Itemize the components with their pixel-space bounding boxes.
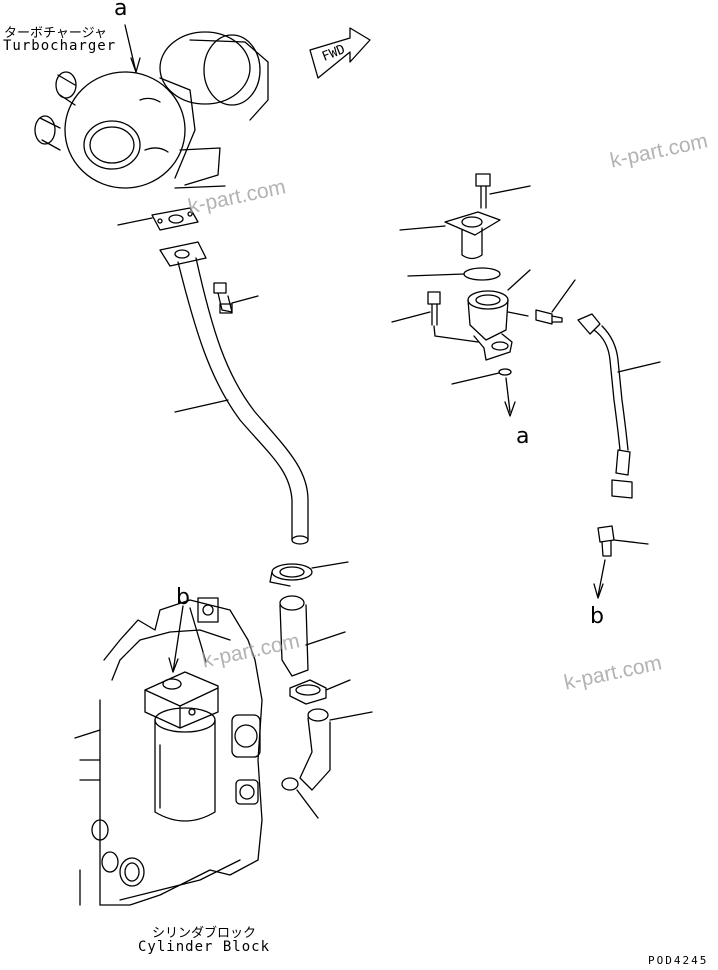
fwd-arrow	[309, 27, 371, 79]
bolt-leader	[231, 295, 259, 304]
drain-elbow	[299, 708, 331, 791]
o-ring-upper	[463, 267, 501, 281]
turbocharger-label-jp: ターボチャージャ	[4, 26, 107, 41]
elbow-bolt	[475, 173, 491, 209]
pipe-bolt	[427, 291, 441, 326]
flexible-hose	[577, 313, 633, 499]
o-ring-lower-leader	[296, 789, 319, 819]
turbocharger	[34, 31, 269, 189]
drain-hose	[279, 595, 309, 677]
pipe-body	[467, 290, 529, 361]
ref-b-leader	[172, 605, 184, 673]
ref-a-bottom: a	[516, 424, 530, 449]
tube-leader	[174, 399, 229, 413]
ref-b-lower-leader	[597, 559, 606, 597]
ref-a-leader	[124, 24, 137, 73]
flange-leader	[399, 225, 446, 231]
pipe-body-leader	[507, 269, 531, 291]
pipe-bolt-line	[433, 325, 479, 343]
flange-elbow	[444, 211, 501, 260]
ref-b-top: b	[176, 585, 190, 610]
seal-leader	[451, 372, 500, 385]
gasket-leader	[117, 217, 153, 226]
clamp-upper-leader	[311, 561, 349, 569]
oil-drain-tube	[159, 241, 309, 545]
elbow-bolt-leader	[489, 185, 531, 195]
ref-b-arrowhead	[168, 657, 179, 673]
ref-a-lower-leader	[505, 377, 511, 413]
flexible-hose-leader	[617, 361, 661, 373]
pipe-connector	[535, 309, 563, 325]
cylinder-block-label-en: Cylinder Block	[138, 939, 271, 955]
block-leader	[74, 729, 101, 739]
tube-bolt	[213, 282, 233, 314]
turbo-gasket	[151, 207, 199, 231]
clamp-lower-leader	[325, 679, 351, 691]
elbow-leader	[329, 711, 373, 721]
filter-housing	[144, 671, 219, 822]
ref-a-top: a	[114, 0, 128, 21]
turbocharger-label-en: Turbocharger	[3, 38, 117, 54]
ref-b-leader-2	[189, 607, 207, 663]
fitting	[597, 525, 615, 557]
hose-leader	[305, 631, 346, 646]
fitting-leader	[613, 539, 649, 545]
hose-clamp-lower	[289, 679, 327, 705]
o-ring-lower	[281, 777, 299, 791]
pipe-bolt-leader	[391, 311, 431, 323]
cylinder-block-label-jp: シリンダブロック	[152, 926, 257, 941]
cylinder-block	[79, 597, 263, 906]
o-ring-upper-leader	[407, 273, 465, 277]
seal	[498, 368, 512, 376]
ref-a-lower-arrowhead	[504, 401, 516, 417]
ref-a-arrowhead	[130, 57, 141, 73]
drawing-code: POD4245	[648, 954, 709, 967]
ref-b-lower-arrowhead	[593, 583, 604, 599]
ref-b-bottom: b	[590, 604, 604, 629]
connector-leader	[551, 279, 576, 313]
hose-clamp-upper	[269, 563, 313, 587]
